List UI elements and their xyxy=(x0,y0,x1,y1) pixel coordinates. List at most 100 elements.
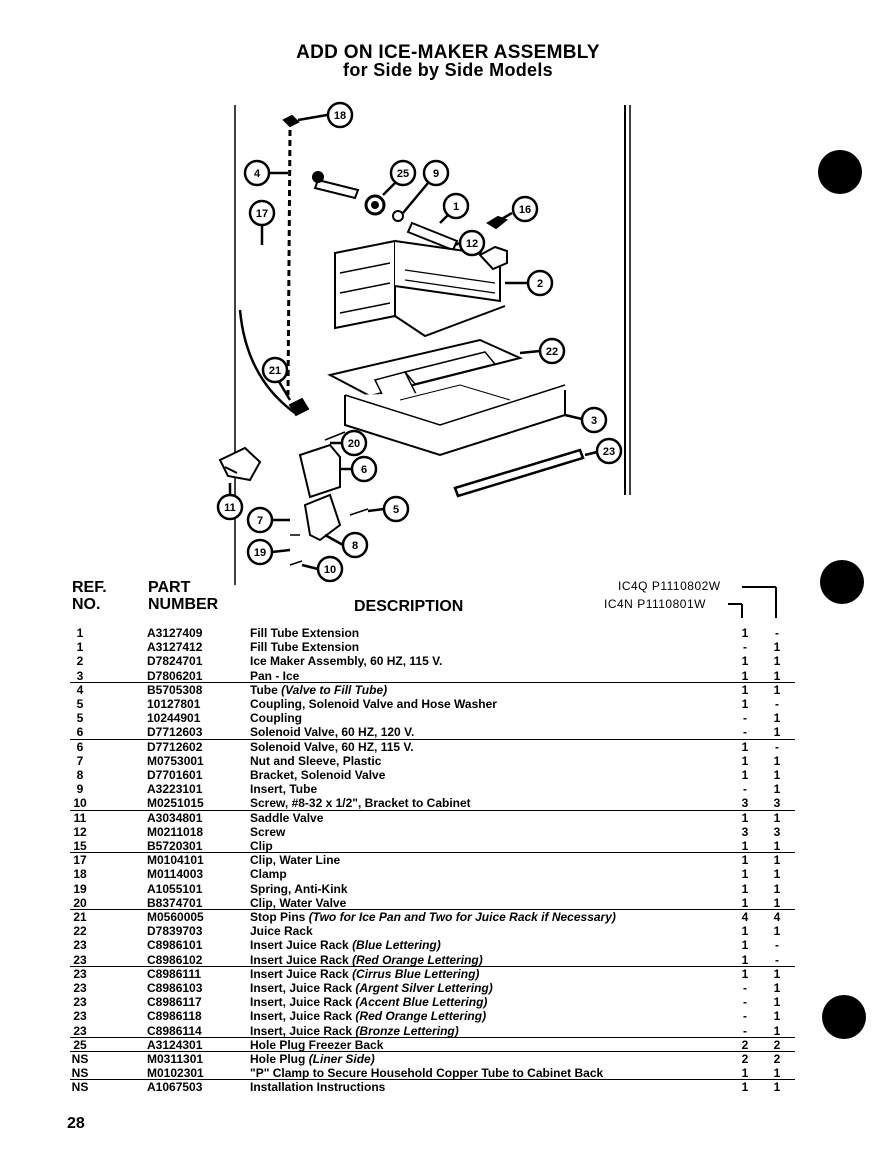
callout-5: 5 xyxy=(393,504,399,516)
model-ic4q-label: IC4Q P1110802W xyxy=(618,579,721,593)
cell-part-number: C8986111 xyxy=(147,966,202,981)
cell-ref: NS xyxy=(71,1080,89,1095)
cell-ref: 23 xyxy=(73,995,87,1010)
cell-part-number: B5705308 xyxy=(147,682,203,697)
cell-qty-ic4q: - xyxy=(743,725,747,740)
cell-qty-ic4q: 1 xyxy=(741,739,749,754)
model-ic4n-code: IC4N xyxy=(604,597,634,611)
header-part-line2: NUMBER xyxy=(148,596,219,613)
description-text: Clamp xyxy=(250,867,287,882)
cell-description: Bracket, Solenoid Valve xyxy=(250,768,385,782)
callout-10: 10 xyxy=(324,564,336,576)
description-text: Insert, Juice Rack xyxy=(250,981,353,995)
cell-description: Juice Rack xyxy=(250,924,313,938)
cell-part-number: C8986103 xyxy=(147,981,203,995)
cell-description: Insert, Juice Rack (Accent Blue Letterin… xyxy=(250,995,487,1009)
cell-ref: 23 xyxy=(73,952,87,967)
cell-qty-ic4n: 1 xyxy=(773,839,781,853)
cell-description: Fill Tube Extension xyxy=(250,640,359,654)
row-divider xyxy=(70,809,795,811)
exploded-parts-diagram: 18 4 25 9 1 16 17 12 2 22 21 3 xyxy=(216,101,631,585)
cell-part-number: C8986101 xyxy=(147,938,203,953)
cell-qty-ic4q: 1 xyxy=(741,1080,749,1095)
row-divider xyxy=(70,738,795,740)
cell-ref: 15 xyxy=(73,839,87,853)
header-part-line1: PART xyxy=(148,579,191,596)
cell-qty-ic4q: - xyxy=(743,995,747,1010)
cell-description: Insert, Juice Rack (Argent Silver Letter… xyxy=(250,981,493,995)
cell-part-number: C8986117 xyxy=(147,995,202,1010)
row-divider xyxy=(70,909,795,910)
description-note: (Cirrus Blue Lettering) xyxy=(352,966,480,981)
cell-part-number: C8986102 xyxy=(147,952,203,967)
cell-part-number: M0753001 xyxy=(147,753,204,768)
cell-ref: 22 xyxy=(73,924,87,939)
cell-ref: 11 xyxy=(73,810,87,825)
cell-description: Spring, Anti-Kink xyxy=(250,882,348,896)
cell-ref: 17 xyxy=(73,853,87,868)
cell-qty-ic4n: 1 xyxy=(773,654,781,669)
cell-part-number: D7712602 xyxy=(147,739,203,754)
cell-description: Screw, #8-32 x 1/2", Bracket to Cabinet xyxy=(250,796,471,810)
cell-qty-ic4n: 1 xyxy=(773,753,781,768)
cell-qty-ic4n: - xyxy=(775,938,779,953)
cell-qty-ic4q: 1 xyxy=(741,768,749,782)
description-text: Stop Pins xyxy=(250,910,306,924)
cell-ref: 8 xyxy=(76,768,84,782)
cell-part-number: A3127412 xyxy=(147,640,203,655)
cell-description: Hole Plug (Liner Side) xyxy=(250,1052,375,1066)
cell-description: Insert Juice Rack (Blue Lettering) xyxy=(250,938,441,952)
cell-ref: 12 xyxy=(73,824,87,839)
cell-part-number: M0560005 xyxy=(147,910,204,924)
punch-hole xyxy=(818,150,862,194)
cell-description: Installation Instructions xyxy=(250,1080,385,1094)
cell-ref: 23 xyxy=(73,981,87,995)
cell-qty-ic4n: 1 xyxy=(773,924,781,939)
description-note: (Valve to Fill Tube) xyxy=(281,682,388,697)
cell-ref: 18 xyxy=(73,867,87,882)
cell-part-number: A3223101 xyxy=(147,782,203,797)
cell-qty-ic4q: 1 xyxy=(741,753,749,768)
description-text: Installation Instructions xyxy=(250,1080,386,1095)
callout-17: 17 xyxy=(256,208,268,220)
punch-hole xyxy=(822,995,866,1039)
description-text: Clip, Water Valve xyxy=(250,895,347,910)
cell-qty-ic4n: 3 xyxy=(773,796,781,811)
cell-qty-ic4n: - xyxy=(775,697,779,711)
cell-qty-ic4n: 2 xyxy=(773,1037,781,1052)
cell-qty-ic4q: - xyxy=(743,640,747,655)
header-description: DESCRIPTION xyxy=(354,598,464,615)
cell-ref: 3 xyxy=(76,668,84,683)
cell-qty-ic4n: 1 xyxy=(773,668,781,683)
cell-qty-ic4q: 1 xyxy=(741,682,749,697)
description-text: Clip, Water Line xyxy=(250,853,341,868)
cell-description: Clip xyxy=(250,839,273,853)
description-text: Insert, Juice Rack xyxy=(250,995,353,1010)
cell-part-number: A3124301 xyxy=(147,1037,203,1052)
callout-16: 16 xyxy=(519,204,531,216)
callout-4: 4 xyxy=(254,168,261,180)
callout-3: 3 xyxy=(591,415,597,427)
callout-2: 2 xyxy=(537,278,543,290)
cell-part-number: M0104101 xyxy=(147,853,204,868)
row-divider xyxy=(70,681,795,683)
cell-ref: 1 xyxy=(76,640,84,655)
model-ic4n-label: IC4N P1110801W xyxy=(604,597,706,611)
cell-qty-ic4n: 1 xyxy=(773,966,781,981)
cell-part-number: D7701601 xyxy=(147,768,203,782)
cell-qty-ic4q: 1 xyxy=(741,654,749,669)
description-text: Clip xyxy=(250,839,273,853)
